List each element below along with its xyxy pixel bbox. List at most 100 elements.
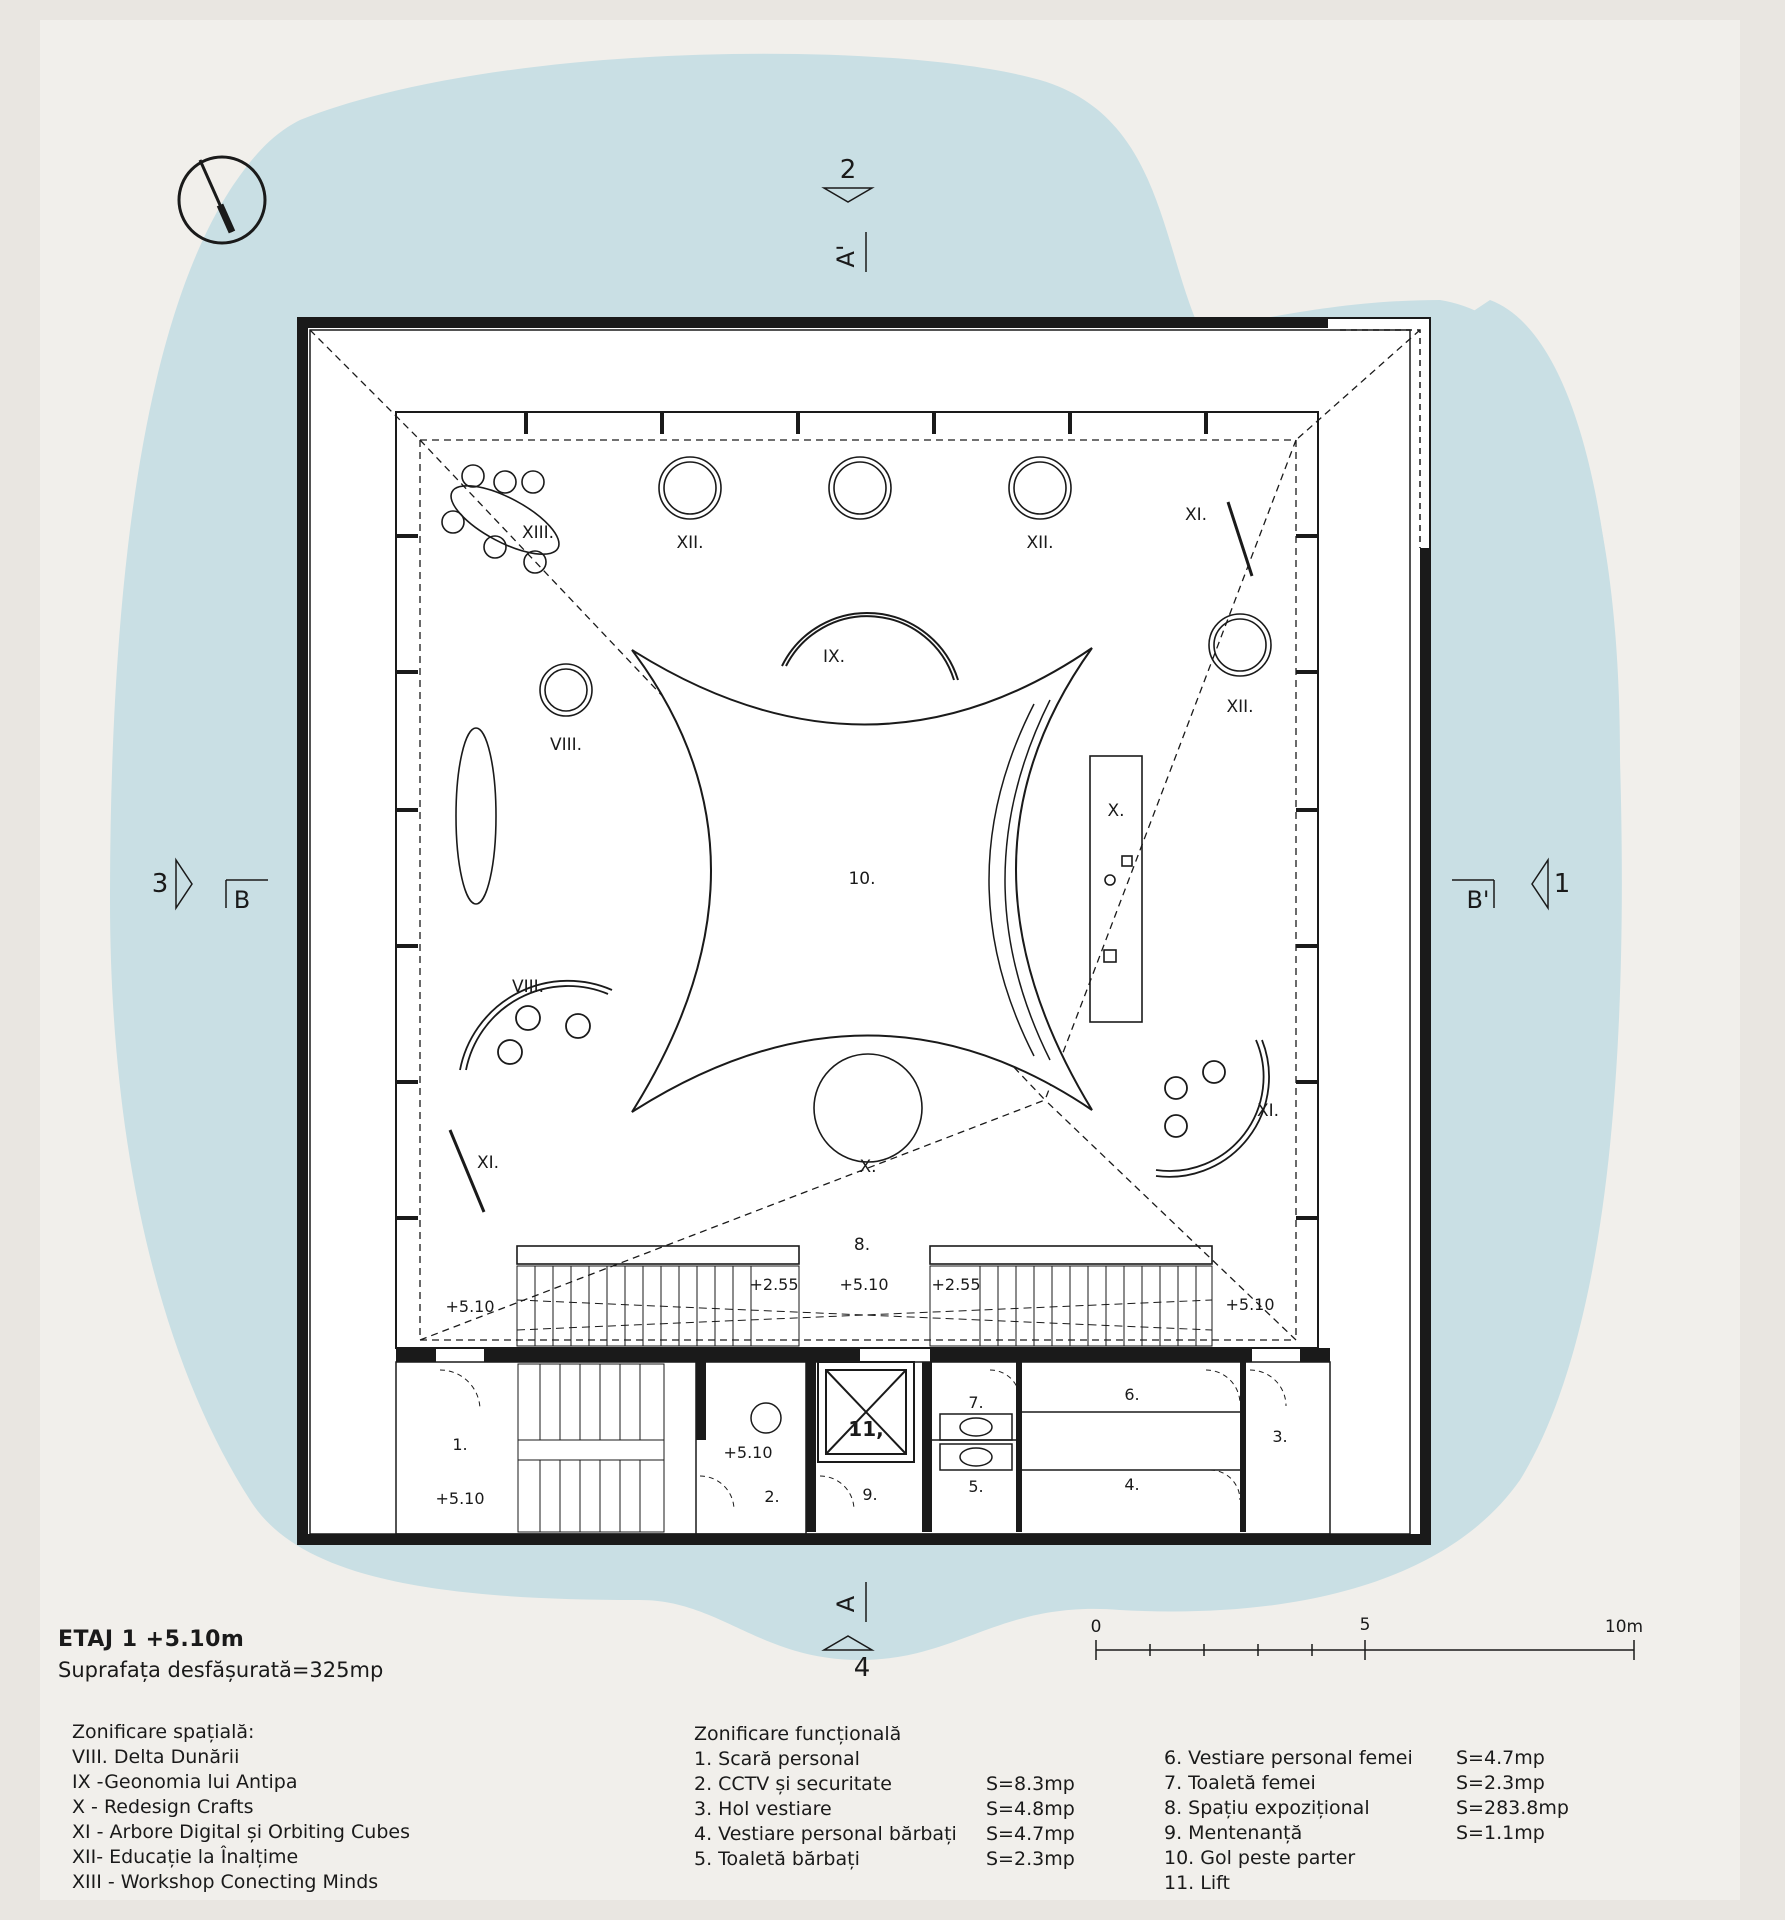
legend-functional-zoning-continued: 6. Vestiare personal femei S=4.7mp 7. To… — [1164, 1746, 1584, 1896]
scale-label-end: 10m — [1605, 1617, 1643, 1637]
legend-functional-label: 8. Spațiu expozițional — [1164, 1797, 1370, 1819]
stair-crossing-dashes — [516, 1299, 1213, 1331]
floor-title: ETAJ 1 +5.10m — [58, 1627, 245, 1652]
exhibit-ix-arc — [781, 611, 959, 681]
legend-functional-row: 9. Mentenanță S=1.1mp — [1164, 1821, 1584, 1846]
scale-label-mid: 5 — [1360, 1615, 1371, 1635]
legend-functional-row: 6. Vestiare personal femei S=4.7mp — [1164, 1746, 1584, 1771]
legend-functional-value: S=8.3mp — [986, 1773, 1075, 1795]
gallery-pillars — [396, 412, 1318, 1220]
legend-spatial-item: IX -Geonomia lui Antipa — [72, 1771, 298, 1793]
legend-functional-label: 4. Vestiare personal bărbați — [694, 1823, 957, 1845]
legend-spatial-item: XI - Arbore Digital și Orbiting Cubes — [72, 1821, 410, 1843]
section-right-letter: B' — [1466, 886, 1489, 914]
legend-functional-row: 7. Toaletă femei S=2.3mp — [1164, 1771, 1584, 1796]
room-number-2: 2. — [764, 1487, 779, 1506]
room-number-3: 3. — [1272, 1427, 1287, 1446]
legend-spatial-item: VIII. Delta Dunării — [72, 1746, 240, 1768]
zone-label-xi-bottom-right: XI. — [1257, 1101, 1279, 1121]
legend-functional-value: S=1.1mp — [1456, 1822, 1545, 1844]
sink-icon — [750, 1402, 1013, 1471]
legend-functional-value: S=2.3mp — [986, 1848, 1075, 1870]
room-number-5: 5. — [968, 1477, 983, 1496]
legend-functional-label: 3. Hol vestiare — [694, 1798, 832, 1820]
zone-label-xii-b: XII. — [1026, 533, 1053, 553]
legend-functional-row: 10. Gol peste parter — [1164, 1846, 1584, 1871]
title-block: ETAJ 1 +5.10m Suprafața desfășurată=325m… — [58, 1627, 383, 1682]
legend-spatial-item: X - Redesign Crafts — [72, 1796, 254, 1818]
zone-label-xii-a: XII. — [676, 533, 703, 553]
legend-functional-value: S=4.7mp — [1456, 1747, 1545, 1769]
exhibit-xii-pods — [539, 456, 1272, 717]
legend-functional-label: 11. Lift — [1164, 1872, 1230, 1894]
stairs-right — [929, 1265, 1213, 1347]
floor-area: Suprafața desfășurată=325mp — [58, 1658, 384, 1682]
legend-functional-label: 6. Vestiare personal femei — [1164, 1747, 1413, 1769]
level-room-1: +5.10 — [435, 1489, 484, 1508]
legend-spatial-heading: Zonificare spațială: — [72, 1721, 255, 1743]
room-number-4: 4. — [1124, 1475, 1139, 1494]
staff-stair — [517, 1363, 665, 1533]
zone-label-xi-top: XI. — [1185, 505, 1207, 525]
room-number-6: 6. — [1124, 1385, 1139, 1404]
section-top-letter: A' — [832, 244, 860, 267]
legend-functional-row: 2. CCTV și securitate S=8.3mp — [694, 1772, 1094, 1797]
section-marker-bottom — [821, 1582, 875, 1651]
legend-functional-value: S=2.3mp — [1456, 1772, 1545, 1794]
section-right-number: 1 — [1554, 869, 1571, 899]
section-left-letter: B — [234, 886, 250, 914]
room-number-9: 9. — [862, 1485, 877, 1504]
level-stair-left: +2.55 — [749, 1275, 798, 1294]
legend-functional-label: 1. Scară personal — [694, 1748, 860, 1770]
zone-label-x-bottom: X. — [859, 1157, 876, 1177]
exhibit-viii-ellipse — [455, 727, 497, 905]
legend-functional-heading: Zonificare funcțională — [694, 1723, 902, 1745]
room-number-11: 11, — [848, 1417, 883, 1441]
water-blob-right — [1460, 300, 1620, 1500]
stairs-left — [516, 1265, 800, 1347]
legend-functional-row: 4. Vestiare personal bărbați S=4.7mp — [694, 1822, 1094, 1847]
level-center: +5.10 — [839, 1275, 888, 1294]
scale-label-start: 0 — [1091, 1617, 1102, 1637]
stair-landing — [516, 1245, 1213, 1265]
legend-functional-row: 5. Toaletă bărbați S=2.3mp — [694, 1847, 1094, 1872]
exhibit-x-circle — [813, 1053, 923, 1163]
legend-spatial-zoning: Zonificare spațială: VIII. Delta Dunării… — [72, 1720, 410, 1895]
exhibit-xiii-table — [441, 464, 560, 574]
legend-functional-zoning: Zonificare funcțională 1. Scară personal… — [694, 1722, 1094, 1872]
legend-functional-label: 7. Toaletă femei — [1164, 1772, 1316, 1794]
outer-thick-walls — [298, 318, 1430, 1544]
level-right: +5.10 — [1225, 1295, 1274, 1314]
legend-functional-value: S=283.8mp — [1456, 1797, 1569, 1819]
legend-functional-row: 1. Scară personal — [694, 1747, 1094, 1772]
scale-bar — [1095, 1640, 1635, 1660]
zone-label-xii-c: XII. — [1226, 697, 1253, 717]
exhibition-label: 8. — [854, 1235, 870, 1255]
section-marker-top — [821, 187, 875, 272]
legend-functional-label: 5. Toaletă bărbați — [694, 1848, 860, 1870]
legend-functional-value: S=4.7mp — [986, 1823, 1075, 1845]
exhibit-xi-arc — [1155, 1039, 1270, 1178]
legend-functional-row: 8. Spațiu expozițional S=283.8mp — [1164, 1796, 1584, 1821]
zone-label-xi-bottom-left: XI. — [477, 1153, 499, 1173]
exhibit-viii-arc — [459, 979, 613, 1071]
legend-functional-row: 3. Hol vestiare S=4.8mp — [694, 1797, 1094, 1822]
room-number-1: 1. — [452, 1435, 467, 1454]
zone-label-viii-b: VIII. — [512, 977, 544, 997]
level-room-2: +5.10 — [723, 1443, 772, 1462]
section-marker-left — [175, 857, 268, 911]
legend-spatial-item: XIII - Workshop Conecting Minds — [72, 1871, 379, 1893]
legend-functional-label: 9. Mentenanță — [1164, 1822, 1303, 1844]
zone-label-xiii: XIII. — [522, 523, 554, 543]
legend-functional-label: 2. CCTV și securitate — [694, 1773, 892, 1795]
legend-functional-value: S=4.8mp — [986, 1798, 1075, 1820]
zone-label-viii-a: VIII. — [550, 735, 582, 755]
north-arrow-icon — [177, 155, 267, 245]
void-over-ground-floor — [631, 647, 1093, 1113]
legend-functional-row: 11. Lift — [1164, 1871, 1584, 1896]
section-marker-right — [1452, 857, 1549, 911]
exhibit-xi-panels — [448, 501, 1254, 1213]
section-bottom-letter: A — [832, 1595, 860, 1612]
